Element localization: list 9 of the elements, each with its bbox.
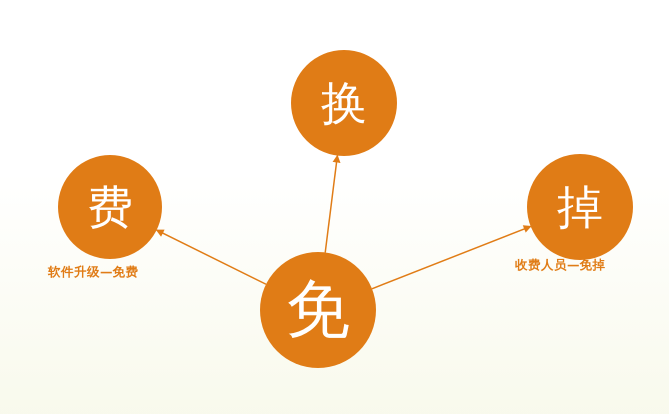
- node-label: 免: [286, 278, 350, 342]
- arrow: [156, 229, 266, 285]
- node-caption: 软件升级—免费: [48, 264, 138, 281]
- arrow: [372, 225, 532, 290]
- node-label: 换: [321, 80, 367, 126]
- node-label: 掉: [557, 184, 603, 230]
- node-label: 费: [87, 184, 133, 230]
- arrow: [324, 154, 340, 253]
- node-caption: 收费人员—免掉: [515, 257, 606, 274]
